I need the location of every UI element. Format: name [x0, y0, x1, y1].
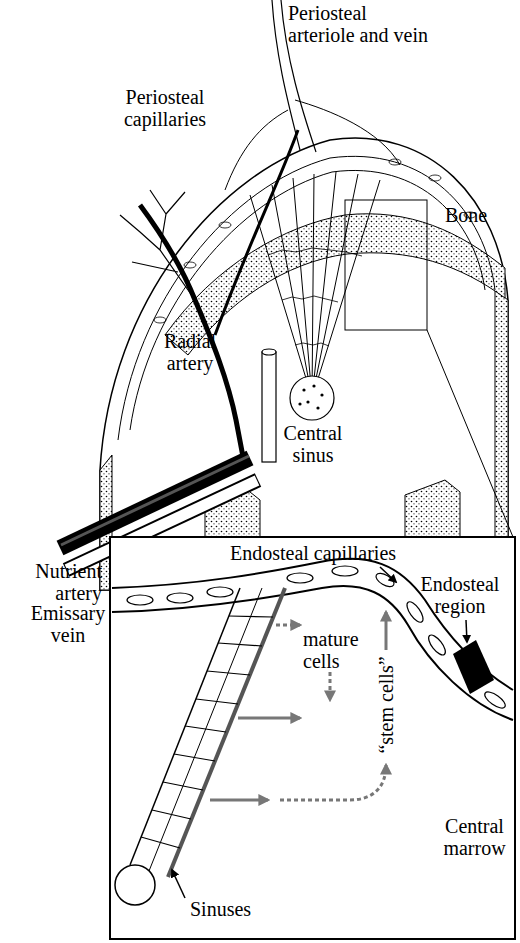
sinus-vessel — [115, 865, 155, 905]
part-label: Nutrient artery — [2, 560, 102, 604]
cell-dot — [306, 400, 309, 403]
leader-arrow — [466, 620, 467, 642]
cell-dot — [302, 388, 305, 391]
part-label: Periosteal capillaries — [100, 86, 230, 130]
radial-branches — [120, 190, 195, 300]
capillary-loops — [154, 159, 476, 323]
migration-arrow — [276, 624, 300, 627]
part-label: Central sinus — [268, 422, 358, 466]
capillary-loop — [127, 595, 153, 605]
migration-arrow — [280, 765, 386, 800]
central-sinus — [290, 376, 334, 420]
radial-artery — [140, 205, 244, 462]
vein-opening — [262, 349, 276, 355]
periosteal-layer — [118, 156, 495, 440]
part-label: Periosteal arteriole and vein — [288, 2, 433, 46]
zoom-leader — [427, 330, 513, 537]
part-label: Emissary vein — [26, 602, 110, 646]
endosteal-region-bar — [453, 640, 494, 694]
nutrient-artery-tube — [60, 458, 250, 548]
capillary-loop — [184, 262, 196, 268]
periosteal-layer — [130, 170, 485, 430]
capillary-crossbar — [295, 343, 329, 346]
sinus-wall — [168, 588, 285, 877]
capillary-loop — [207, 587, 233, 597]
part-label: Central marrow — [432, 815, 517, 859]
part-label: Endosteal capillaries — [230, 542, 420, 564]
part-label: mature cells — [303, 628, 373, 672]
capillary-loop — [219, 222, 231, 228]
leader-arrow — [380, 567, 396, 582]
tube-highlight — [61, 456, 249, 545]
capillary-loop — [404, 599, 426, 624]
inset-frame — [110, 537, 515, 939]
part-label: Radial artery — [150, 330, 230, 374]
capillary-loop — [429, 175, 441, 181]
collecting-vein — [262, 352, 276, 462]
sinus-cells — [298, 384, 323, 409]
capillary-loop — [154, 317, 166, 323]
capillary-loop — [426, 632, 449, 657]
zoom-box — [345, 200, 427, 330]
capillary-loop — [482, 689, 507, 711]
capillary-loop — [332, 566, 358, 576]
periosteal-artery-branch — [215, 130, 298, 335]
leader-arrow — [172, 870, 185, 898]
capillary-crossbar — [268, 248, 362, 256]
part-label: Sinuses — [190, 898, 270, 920]
sinus-rungs — [141, 616, 273, 848]
capillary-loop — [167, 593, 193, 603]
periosteal-vessel — [295, 100, 400, 165]
capillary-crossbar — [282, 296, 338, 302]
cell-dot — [316, 406, 319, 409]
part-label: Endosteal region — [410, 573, 510, 617]
endosteal-band — [112, 559, 513, 690]
migration-arrow — [329, 672, 332, 700]
part-label: Bone — [445, 204, 505, 226]
cell-dot — [298, 402, 301, 405]
cell-dot — [312, 384, 315, 387]
part-label: “stem cells” — [375, 656, 397, 753]
migration-arrow — [238, 717, 300, 720]
migration-arrow — [385, 612, 388, 650]
migration-arrow — [210, 799, 268, 802]
capillary-loop — [287, 573, 313, 583]
cell-dot — [320, 393, 323, 396]
